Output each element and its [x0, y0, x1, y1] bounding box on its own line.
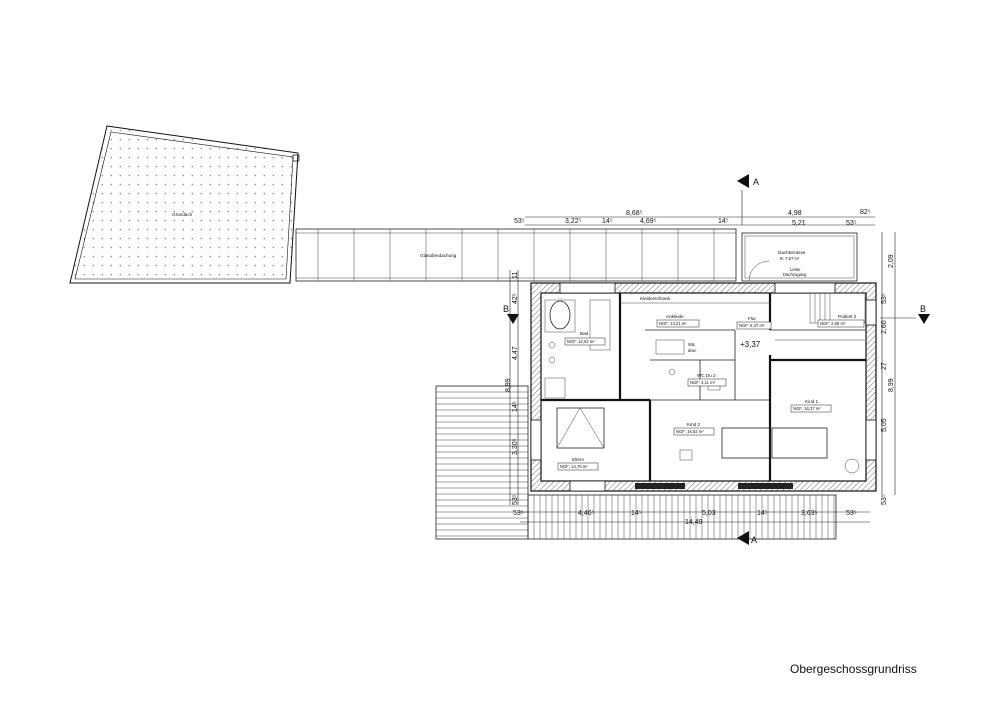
dim-bottom-7: 53⁵ — [846, 510, 857, 517]
wasch-label: Wä. — [688, 342, 695, 347]
dim-top-6: 53⁵ — [846, 220, 857, 227]
kind2-area: NGF: 16,62 m² — [676, 429, 704, 434]
flur-area: NGF: 6,37 m² — [739, 323, 765, 328]
section-b-right: B — [920, 304, 926, 314]
dim-top-7: 5,21 — [792, 220, 806, 227]
ankleide-label: Ankleide — [666, 314, 684, 319]
green-roof: Gründach — [69, 125, 300, 284]
dim-bottom-5: 14⁵ — [757, 510, 768, 517]
flur-label: Flur — [748, 316, 756, 321]
wc-label: WC Du 2 — [697, 373, 716, 378]
interior-walls — [541, 293, 866, 481]
dim-left-2: 42⁵ — [512, 293, 519, 304]
dim-top-3: 14⁵ — [602, 218, 613, 225]
dim-bottom-4: 5,03 — [702, 510, 716, 517]
dim-right-6: 5,05 — [881, 418, 888, 432]
fixtures — [544, 299, 860, 474]
dim-right-3: 2,60 — [881, 320, 888, 334]
dim-left-7: 53⁵ — [512, 494, 519, 505]
kind2-label: Kind 2 — [687, 422, 700, 427]
dim-top-4: 4,69⁵ — [640, 218, 657, 225]
bad-label: Bad — [580, 331, 589, 336]
dim-top-8: 82⁵ — [860, 209, 871, 216]
building-walls — [530, 282, 877, 492]
dim-bottom-6: 3,63⁵ — [801, 510, 818, 517]
dachterrasse-label: Dachterrasse — [778, 250, 806, 255]
balcony-bottom — [527, 494, 837, 540]
dachzugang-label: Dachzugang — [783, 272, 807, 277]
glas-label: Glasüberdachung — [420, 253, 457, 258]
section-arrow-icon — [737, 531, 749, 545]
dimensions-right: 2,09 53⁵ 2,60 27 8,99 5,05 53⁵ — [881, 232, 896, 505]
dim-top-total1: 8,68⁵ — [626, 210, 643, 217]
gruendach-label: Gründach — [172, 212, 193, 217]
dim-right-4: 27 — [881, 362, 888, 370]
dimensions-left: 11 42⁵ 4,47 8,99 14⁵ 3,30⁵ 53⁵ — [505, 270, 519, 505]
plan-caption: Obergeschossgrundriss — [790, 662, 917, 676]
bad-area: NGF: 12,62 m² — [567, 339, 595, 344]
dim-left-5: 14⁵ — [512, 401, 519, 412]
eltern-label: Eltern — [572, 457, 584, 462]
wc-area: NGF: 4,11 m² — [690, 380, 716, 385]
eltern-area: NGF: 14,76 m² — [560, 464, 588, 469]
room-labels: Kleiderschrank Bad NGF: 12,62 m² Ankleid… — [557, 296, 865, 471]
dim-left-3: 4,47 — [512, 346, 519, 360]
dimensions-top: 53⁵ 3,22⁵ 14⁵ 8,68⁵ 4,69⁵ 14⁵ 4,98 82⁵ 5… — [514, 209, 875, 227]
dimensions-bottom: 53⁵ 4,46⁵ 14⁵ 5,03 14⁵ 3,63⁵ 53⁵ 14,49 — [513, 510, 870, 526]
kleiderschrank-label: Kleiderschrank — [640, 296, 671, 301]
balcony-left — [435, 385, 529, 540]
leiter-label: Leiter — [790, 267, 801, 272]
dim-right-5: 8,99 — [888, 378, 895, 392]
level-mark: +3,37 — [740, 340, 761, 349]
kind1-label: Kind 1 — [805, 399, 818, 404]
section-arrow-icon — [507, 314, 519, 324]
kind1-area: NGF: 16,37 m² — [793, 406, 821, 411]
glass-canopy: Glasüberdachung — [295, 228, 737, 282]
dim-right-2: 53⁵ — [881, 293, 888, 304]
section-a-bottom: A — [751, 535, 757, 545]
dim-top-2: 3,22⁵ — [565, 218, 582, 225]
dim-left-1: 11 — [512, 272, 519, 279]
dim-top-1: 53⁵ — [514, 218, 525, 225]
podest-area: NGF: 2,59 m² — [820, 321, 846, 326]
dachterrasse-area: B: 7,67 m² — [780, 256, 800, 261]
section-arrow-icon — [737, 174, 749, 188]
dim-top-5: 14⁵ — [718, 218, 729, 225]
dim-bottom-total: 14,49 — [685, 519, 703, 526]
dim-left-4: 8,99 — [505, 378, 512, 392]
dim-bottom-3: 14⁵ — [631, 510, 642, 517]
dim-bottom-1: 53⁵ — [513, 510, 524, 517]
wasch2-label: dew. — [688, 348, 697, 353]
section-arrow-icon — [918, 314, 930, 324]
section-b-left: B — [503, 304, 509, 314]
dim-bottom-2: 4,46⁵ — [578, 510, 595, 517]
dim-right-1: 2,09 — [888, 254, 895, 268]
podest-label: Podest 2 — [838, 314, 857, 319]
dim-top-total2: 4,98 — [788, 210, 802, 217]
ankleide-area: NGF: 13,21 m² — [659, 321, 687, 326]
section-a-top: A — [753, 177, 759, 187]
dim-right-7: 53⁵ — [881, 494, 888, 505]
dim-left-6: 3,30⁵ — [512, 438, 519, 455]
roof-terrace: Dachterrasse B: 7,67 m² Leiter Dachzugan… — [741, 232, 858, 282]
